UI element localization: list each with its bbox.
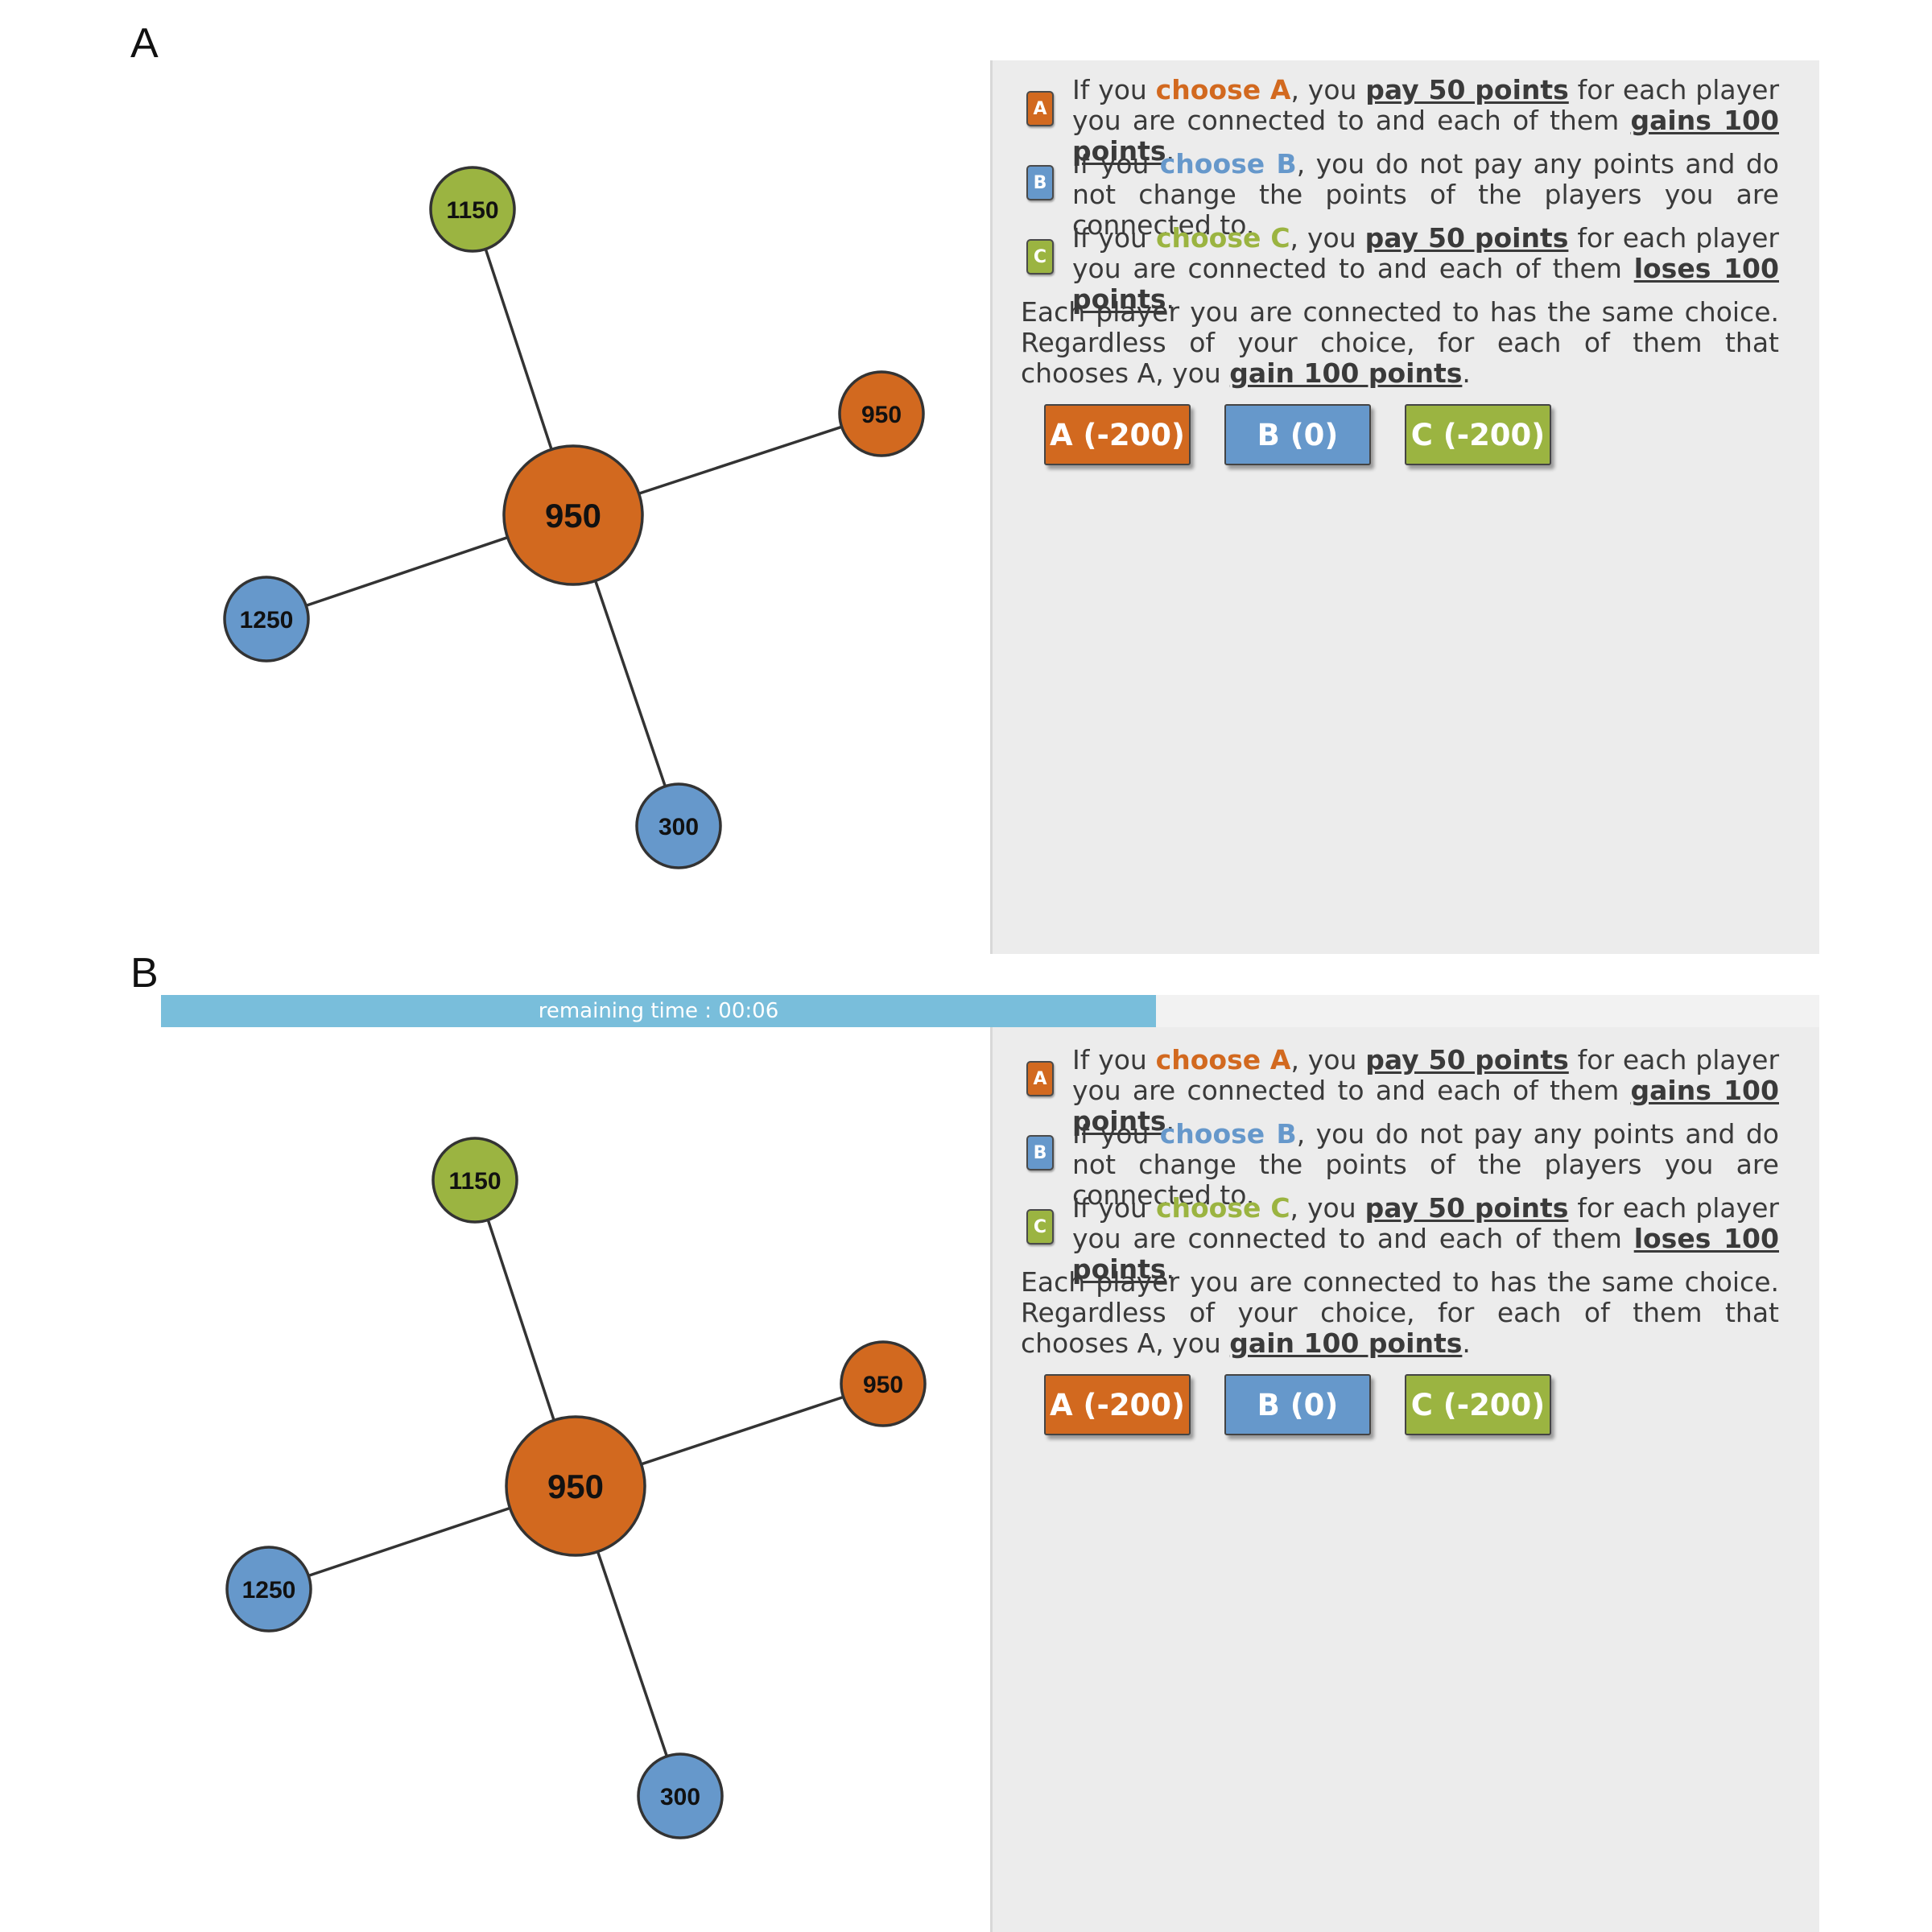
timer-bar: remaining time : 00:06: [161, 995, 1819, 1027]
player-node-950: 950: [838, 370, 925, 457]
gain-emphasis: gain 100 points: [1229, 357, 1463, 389]
choice-a-icon: A: [1026, 1061, 1054, 1096]
network-graph: 950 1150 950 1250 300: [223, 166, 925, 869]
node-points: 1150: [446, 197, 498, 224]
panel-b: 950 1150 950 1250 300 A If you choose A,…: [0, 971, 1932, 1932]
effect-emphasis: gains 100 points: [1072, 105, 1779, 167]
choice-a-highlight: choose A: [1155, 1044, 1291, 1075]
node-points: 1250: [242, 1577, 296, 1604]
timer-text: remaining time : 00:06: [538, 999, 779, 1023]
panel-label-a: A: [130, 20, 159, 67]
pay-emphasis: pay 50 points: [1365, 1044, 1569, 1075]
effect-emphasis: gains 100 points: [1072, 1075, 1779, 1137]
player-node-300: 300: [637, 1752, 724, 1839]
effect-emphasis: loses 100 points: [1072, 1223, 1779, 1285]
player-node-1250: 1250: [223, 576, 310, 663]
choice-c-icon: C: [1026, 239, 1054, 275]
choice-b-highlight: choose B: [1159, 1118, 1297, 1150]
node-points: 300: [658, 814, 699, 840]
choose-c-button[interactable]: C (-200): [1405, 404, 1551, 465]
timer-progress-fill: [161, 995, 1156, 1027]
pay-emphasis: pay 50 points: [1365, 74, 1569, 105]
effect-emphasis: loses 100 points: [1072, 253, 1779, 315]
player-node-1250: 1250: [225, 1546, 312, 1633]
rule-text: If you choose A, you pay 50 points for e…: [1072, 74, 1780, 167]
player-node-center: 950: [505, 1415, 646, 1557]
node-points: 950: [861, 402, 902, 428]
neighbor-choice-note: Each player you are connected to has the…: [1021, 1266, 1779, 1359]
node-circle: [840, 1340, 927, 1427]
node-circle: [505, 1415, 646, 1557]
choose-c-button[interactable]: C (-200): [1405, 1374, 1551, 1435]
panel-label-b: B: [130, 950, 159, 997]
node-circle: [223, 576, 310, 663]
panel-a: 950 1150 950 1250 300 A If you choose A,…: [0, 0, 1932, 958]
node-points: 950: [863, 1372, 903, 1398]
rule-text: If you choose C, you pay 50 points for e…: [1072, 1192, 1779, 1285]
node-circle: [635, 782, 722, 869]
choice-b-icon: B: [1026, 165, 1054, 200]
node-circle: [838, 370, 925, 457]
choice-c-icon: C: [1026, 1209, 1054, 1245]
rule-text: If you choose B, you do not pay any poin…: [1072, 1118, 1779, 1211]
choice-buttons: A (-200) B (0) C (-200): [1044, 1374, 1567, 1439]
node-points: 1250: [240, 607, 294, 634]
network-graph: 950 1150 950 1250 300: [225, 1137, 927, 1839]
instructions-sidebar: A If you choose A, you pay 50 points for…: [990, 60, 1819, 954]
node-circle: [502, 444, 644, 586]
rule-text: If you choose A, you pay 50 points for e…: [1072, 1044, 1780, 1137]
choice-a-icon: A: [1026, 91, 1054, 126]
pay-emphasis: pay 50 points: [1364, 222, 1569, 254]
node-circle: [429, 166, 516, 253]
gain-emphasis: gain 100 points: [1229, 1327, 1463, 1359]
node-points: 1150: [448, 1168, 501, 1195]
choice-a-highlight: choose A: [1155, 74, 1291, 105]
node-points: 300: [660, 1784, 700, 1810]
choose-a-button[interactable]: A (-200): [1044, 404, 1191, 465]
neighbor-choice-note: Each player you are connected to has the…: [1021, 296, 1779, 389]
choose-a-button[interactable]: A (-200): [1044, 1374, 1191, 1435]
choice-c-highlight: choose C: [1155, 222, 1290, 254]
choice-b-highlight: choose B: [1159, 148, 1297, 180]
player-node-center: 950: [502, 444, 644, 586]
instructions-sidebar: A If you choose A, you pay 50 points for…: [990, 1027, 1819, 1932]
choice-c-highlight: choose C: [1155, 1192, 1290, 1224]
player-node-1150: 1150: [429, 166, 516, 253]
choose-b-button[interactable]: B (0): [1224, 404, 1371, 465]
player-node-300: 300: [635, 782, 722, 869]
rule-text: If you choose C, you pay 50 points for e…: [1072, 222, 1779, 315]
node-points: 950: [547, 1468, 604, 1505]
node-circle: [431, 1137, 518, 1224]
player-node-1150: 1150: [431, 1137, 518, 1224]
choice-b-icon: B: [1026, 1135, 1054, 1170]
player-node-950: 950: [840, 1340, 927, 1427]
rule-text: If you choose B, you do not pay any poin…: [1072, 148, 1779, 241]
choice-buttons: A (-200) B (0) C (-200): [1044, 404, 1567, 469]
choose-b-button[interactable]: B (0): [1224, 1374, 1371, 1435]
node-circle: [637, 1752, 724, 1839]
node-circle: [225, 1546, 312, 1633]
node-points: 950: [545, 497, 601, 535]
pay-emphasis: pay 50 points: [1364, 1192, 1569, 1224]
